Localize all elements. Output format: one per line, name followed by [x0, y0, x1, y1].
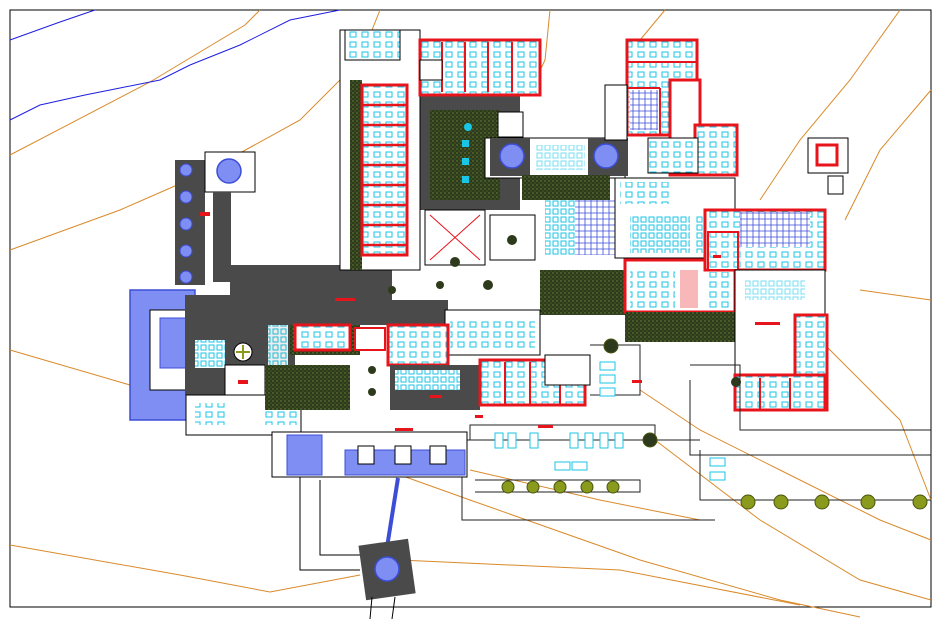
site-trees [501, 338, 928, 510]
swimming-pool [129, 289, 266, 421]
red-annotation-marks [200, 212, 780, 431]
round-tower-west [216, 158, 242, 184]
south-entrance [271, 431, 468, 619]
round-tower-center-right [593, 143, 619, 169]
north-east-block [604, 38, 739, 177]
round-tower-south [374, 556, 400, 582]
south-central-block [293, 281, 591, 410]
north-guest-rooms-wing [339, 29, 542, 271]
east-wing [703, 137, 849, 412]
round-tower-center-left [499, 143, 525, 169]
east-guard-house [815, 143, 839, 167]
site-boundary-line [9, 9, 341, 121]
parking-bays [494, 361, 726, 481]
